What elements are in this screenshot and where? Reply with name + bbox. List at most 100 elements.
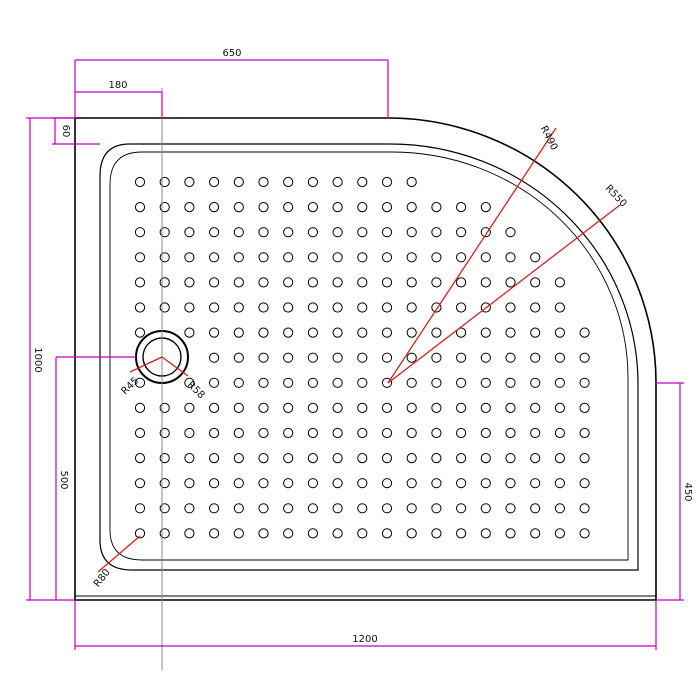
anti-slip-dot	[431, 478, 442, 489]
anti-slip-dot	[480, 478, 491, 489]
anti-slip-dot	[530, 377, 541, 388]
anti-slip-dot	[134, 202, 146, 213]
anti-slip-dot	[134, 453, 146, 464]
anti-slip-dot	[233, 277, 244, 288]
anti-slip-dot	[258, 252, 269, 263]
anti-slip-dot	[530, 302, 541, 313]
anti-slip-dot	[209, 252, 220, 263]
anti-slip-dot	[233, 528, 244, 539]
anti-slip-dot	[357, 327, 368, 338]
anti-slip-dot	[258, 503, 269, 514]
anti-slip-dot	[381, 227, 393, 238]
anti-slip-dot	[431, 227, 442, 238]
anti-slip-dot	[307, 503, 318, 514]
anti-slip-dot	[307, 377, 318, 388]
anti-slip-dot	[307, 453, 318, 464]
anti-slip-dot	[159, 528, 170, 539]
anti-slip-dot	[332, 277, 343, 288]
anti-slip-dot	[307, 327, 318, 338]
anti-slip-dot	[184, 202, 195, 213]
anti-slip-dot	[505, 227, 516, 238]
anti-slip-dot	[431, 377, 442, 388]
anti-slip-dot	[480, 503, 491, 514]
dim-180-label: 180	[108, 80, 127, 91]
anti-slip-dot	[431, 277, 442, 288]
anti-slip-dot	[332, 252, 343, 263]
anti-slip-dot	[554, 352, 566, 363]
anti-slip-dot	[159, 202, 170, 213]
anti-slip-dot	[381, 252, 393, 263]
anti-slip-dot	[209, 352, 220, 363]
anti-slip-dot	[307, 227, 318, 238]
anti-slip-dot	[209, 478, 220, 489]
anti-slip-dot	[159, 302, 170, 313]
anti-slip-dot	[357, 427, 368, 439]
anti-slip-dot	[307, 352, 318, 363]
anti-slip-dot	[159, 427, 170, 439]
anti-slip-dot	[357, 478, 368, 489]
anti-slip-dot	[431, 453, 442, 464]
anti-slip-dot	[554, 277, 566, 288]
anti-slip-dot	[184, 377, 195, 388]
anti-slip-dot	[480, 202, 491, 213]
anti-slip-dot	[431, 302, 442, 313]
anti-slip-dot	[381, 302, 393, 313]
anti-slip-dot	[159, 453, 170, 464]
anti-slip-dot	[258, 327, 269, 338]
tray-outline	[74, 117, 657, 601]
anti-slip-dot	[554, 427, 566, 439]
anti-slip-dot	[456, 427, 467, 439]
anti-slip-dot	[332, 427, 343, 439]
anti-slip-dot	[307, 202, 318, 213]
anti-slip-dot	[554, 302, 566, 313]
anti-slip-dot	[209, 402, 220, 413]
anti-slip-dot	[184, 302, 195, 313]
anti-slip-dot	[134, 227, 146, 238]
anti-slip-dot	[209, 503, 220, 514]
anti-slip-dot	[209, 327, 220, 338]
anti-slip-dot	[332, 202, 343, 213]
anti-slip-dot	[431, 503, 442, 514]
anti-slip-dot	[406, 277, 417, 288]
anti-slip-dot	[258, 377, 269, 388]
anti-slip-dot	[381, 352, 393, 363]
anti-slip-dot	[456, 453, 467, 464]
anti-slip-dot-grid	[134, 176, 590, 539]
anti-slip-dot	[283, 453, 294, 464]
anti-slip-dot	[159, 478, 170, 489]
anti-slip-dot	[184, 528, 195, 539]
anti-slip-dot	[233, 202, 244, 213]
anti-slip-dot	[381, 327, 393, 338]
anti-slip-dot	[332, 352, 343, 363]
anti-slip-dot	[456, 528, 467, 539]
anti-slip-dot	[233, 252, 244, 263]
anti-slip-dot	[332, 327, 343, 338]
anti-slip-dot	[554, 478, 566, 489]
anti-slip-dot	[456, 252, 467, 263]
anti-slip-dot	[332, 377, 343, 388]
anti-slip-dot	[381, 377, 393, 388]
anti-slip-dot	[406, 352, 417, 363]
anti-slip-dot	[456, 277, 467, 288]
anti-slip-dot	[134, 478, 146, 489]
anti-slip-dot	[480, 227, 491, 238]
anti-slip-dot	[134, 277, 146, 288]
anti-slip-dot	[456, 402, 467, 413]
anti-slip-dot	[406, 327, 417, 338]
anti-slip-dot	[357, 453, 368, 464]
anti-slip-dot	[480, 402, 491, 413]
anti-slip-dot	[431, 252, 442, 263]
anti-slip-dot	[332, 503, 343, 514]
anti-slip-dot	[579, 427, 590, 439]
anti-slip-dot	[381, 453, 393, 464]
anti-slip-dot	[209, 528, 220, 539]
anti-slip-dot	[258, 277, 269, 288]
anti-slip-dot	[456, 302, 467, 313]
anti-slip-dot	[283, 227, 294, 238]
anti-slip-dot	[233, 302, 244, 313]
anti-slip-dot	[332, 528, 343, 539]
anti-slip-dot	[209, 227, 220, 238]
anti-slip-dot	[554, 453, 566, 464]
anti-slip-dot	[505, 528, 516, 539]
anti-slip-dot	[456, 478, 467, 489]
